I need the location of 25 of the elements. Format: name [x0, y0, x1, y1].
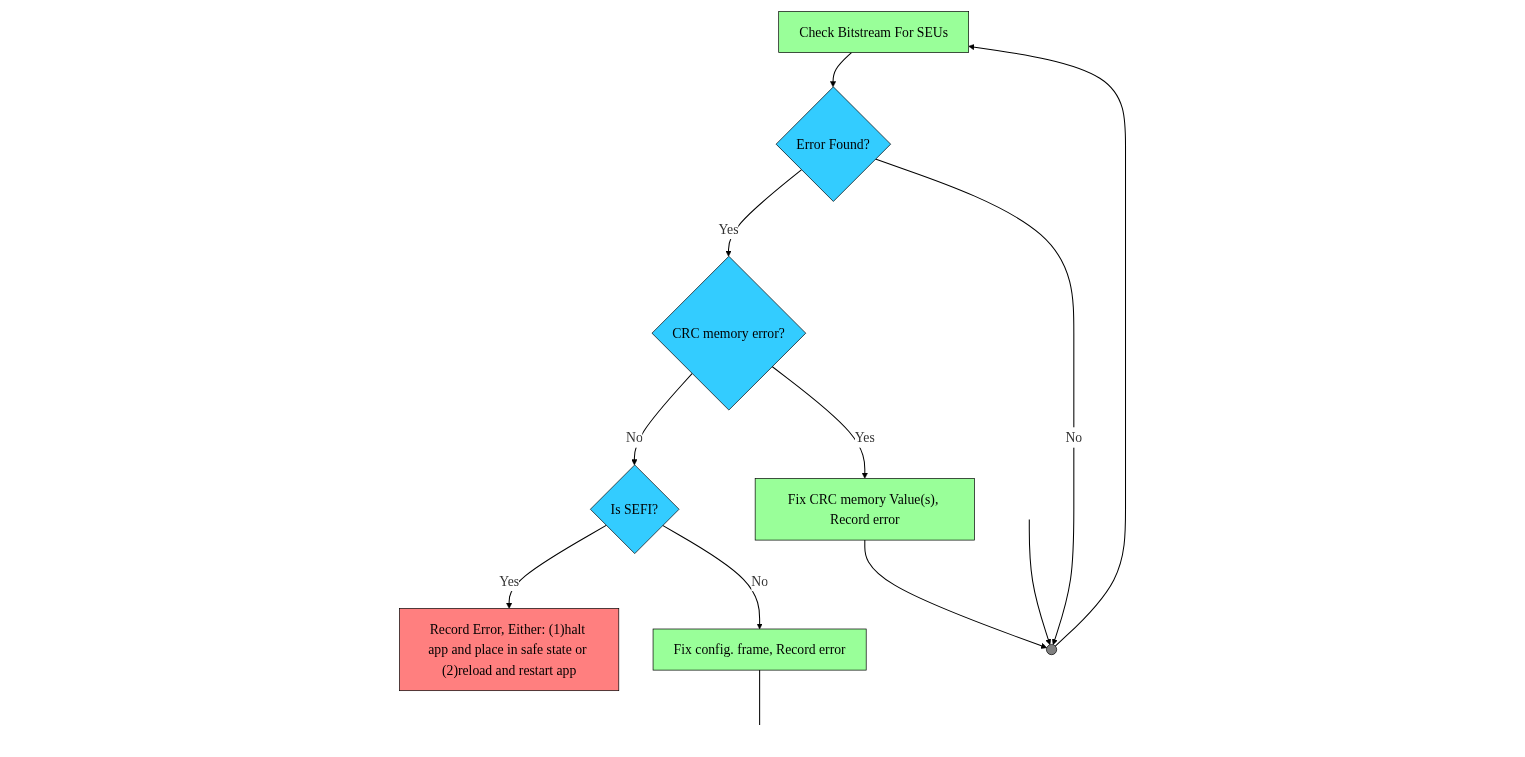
node-box: Fix config. frame, Record error	[652, 628, 867, 671]
edge-label: No	[1065, 429, 1083, 446]
node-diamond: CRC memory error?	[651, 255, 807, 411]
edge-label: Yes	[854, 429, 875, 446]
node-diamond: Error Found?	[775, 86, 891, 202]
arrow	[631, 373, 693, 466]
node-diamond: Is SEFI?	[590, 464, 680, 554]
arrow	[662, 524, 763, 630]
node-box: Fix CRC memory Value(s), Record error	[754, 478, 975, 541]
edge-label: Yes	[718, 221, 739, 237]
arrow	[725, 169, 802, 257]
arrow	[864, 539, 1047, 649]
node-circle	[1046, 644, 1058, 656]
arrow	[874, 158, 1075, 645]
node-box: Check Bitstream For SEUs	[778, 11, 969, 53]
arrow	[968, 44, 1127, 647]
connector	[759, 669, 761, 726]
arrow	[1028, 519, 1052, 645]
edge-label: Yes	[499, 573, 520, 589]
edge-label: No	[626, 429, 643, 446]
edge-label: No	[751, 573, 769, 589]
arrow	[830, 52, 852, 88]
arrow	[506, 524, 607, 609]
arrow	[771, 366, 868, 479]
node-box: Record Error, Either: (1)halt app and place in safe state or (2)reload and restart app	[399, 608, 620, 692]
